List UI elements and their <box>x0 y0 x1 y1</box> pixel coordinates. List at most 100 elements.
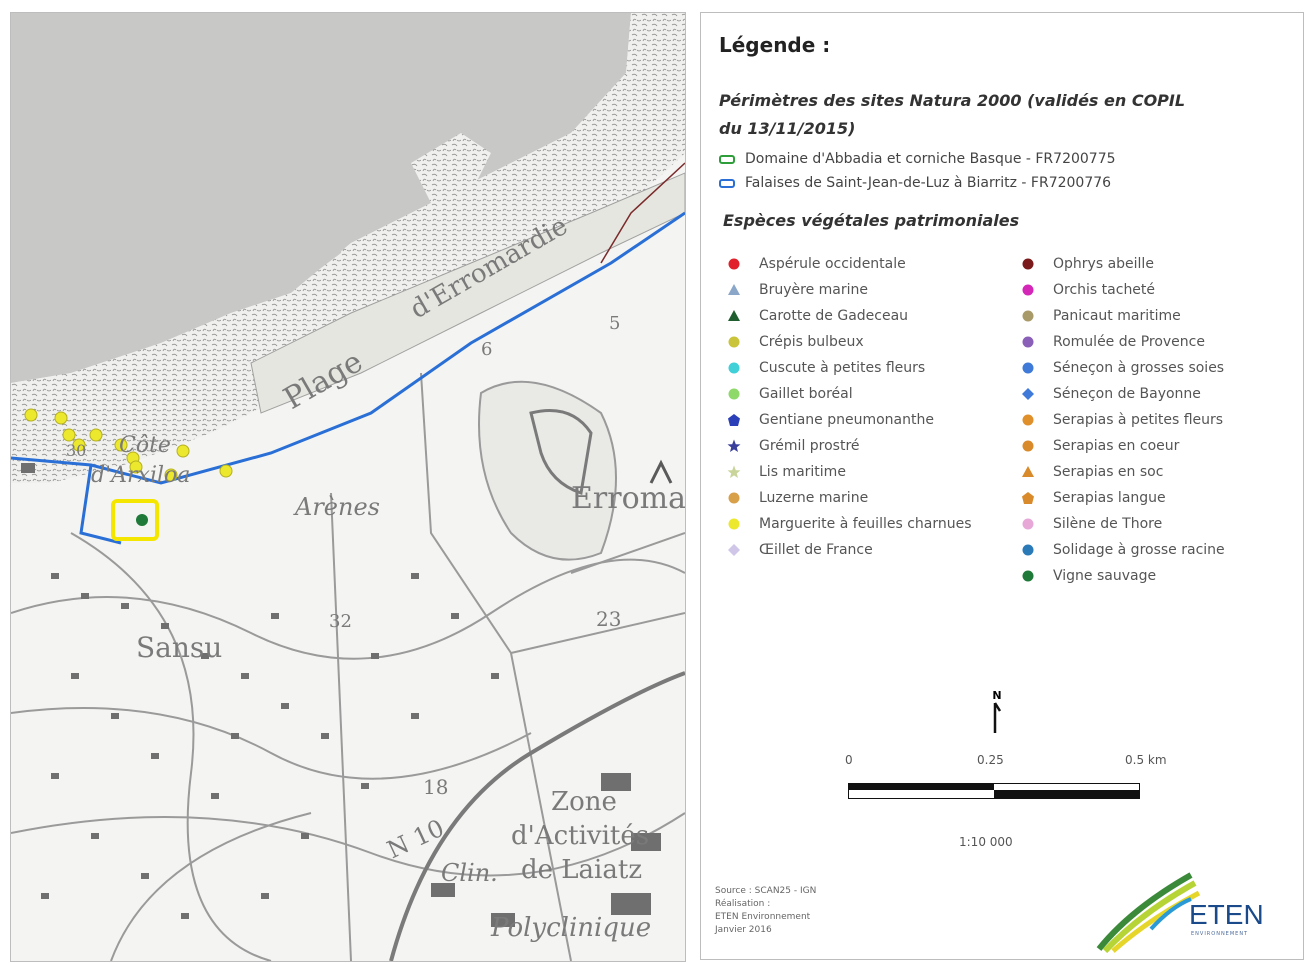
species-title: Espèces végétales patrimoniales <box>723 211 1020 230</box>
dark-green-circle-icon <box>1021 569 1035 583</box>
map-label-arenes: Arènes <box>295 493 380 521</box>
navy-star-icon <box>727 439 741 453</box>
logo-subtext: ENVIRONNEMENT <box>1191 931 1249 937</box>
map-label-clin: Clin. <box>441 859 498 887</box>
blue-triangle-icon <box>727 283 741 297</box>
natura-falaises-boundary <box>11 211 685 485</box>
orange-circle-icon <box>1021 413 1035 427</box>
pale-star-icon <box>727 465 741 479</box>
highlight-box <box>111 499 159 541</box>
species-legend-item: Aspérule occidentale <box>727 251 906 277</box>
map-label-activites: d'Activités <box>511 821 650 851</box>
species-label: Carotte de Gadeceau <box>759 308 909 324</box>
species-legend-item: Silène de Thore <box>1021 511 1162 537</box>
species-label: Luzerne marine <box>759 490 869 506</box>
species-legend-item: Orchis tacheté <box>1021 277 1155 303</box>
perimeters-title-line1: Périmètres des sites Natura 2000 (validé… <box>719 91 1186 110</box>
bay-area <box>231 163 351 283</box>
rocky-coast <box>11 13 685 483</box>
purple-circle-icon <box>1021 335 1035 349</box>
blue-outline-icon <box>719 178 735 188</box>
species-label: Serapias langue <box>1053 490 1166 506</box>
road-network <box>11 372 685 961</box>
species-legend-item: Crépis bulbeux <box>727 329 864 355</box>
source-line: Source : SCAN25 - IGN <box>715 886 817 896</box>
map-panel[interactable]: Plage d'Erromardie Arènes Erroma Sansu C… <box>10 12 686 962</box>
site-abbadia-label: Domaine d'Abbadia et corniche Basque - F… <box>745 151 1116 167</box>
species-label: Grémil prostré <box>759 438 860 454</box>
pink-circle-icon <box>1021 517 1035 531</box>
north-label: N <box>992 689 1001 702</box>
source-line: Réalisation : <box>715 899 771 909</box>
map-label-cote: Côte <box>119 433 171 458</box>
olive-circle-icon <box>727 335 741 349</box>
species-legend-item: Carotte de Gadeceau <box>727 303 908 329</box>
species-legend-item: Vigne sauvage <box>1021 563 1156 589</box>
map-label-erroma: Erroma <box>571 481 686 516</box>
legend-title: Légende : <box>719 33 831 57</box>
marguerite-points <box>24 408 233 482</box>
map-label-18: 18 <box>423 775 449 799</box>
species-label: Séneçon à grosses soies <box>1053 360 1225 376</box>
species-label: Serapias en coeur <box>1053 438 1180 454</box>
species-label: Ophrys abeille <box>1053 256 1154 272</box>
species-legend-item: Serapias langue <box>1021 485 1166 511</box>
dark-red-circle-icon <box>1021 257 1035 271</box>
species-legend-item: Grémil prostré <box>727 433 860 459</box>
species-legend-item: Œillet de France <box>727 537 873 563</box>
scale-zero: 0 <box>845 753 853 767</box>
species-label: Marguerite à feuilles charnues <box>759 516 972 532</box>
species-label: Crépis bulbeux <box>759 334 864 350</box>
eten-logo <box>1096 872 1201 953</box>
lavender-diamond-icon <box>727 543 741 557</box>
blue-pentagon-icon <box>727 413 741 427</box>
species-legend-item: Solidage à grosse racine <box>1021 537 1225 563</box>
source-line: ETEN Environnement <box>715 912 811 922</box>
species-legend-item: Luzerne marine <box>727 485 868 511</box>
species-legend-item: Séneçon de Bayonne <box>1021 381 1201 407</box>
cyan-circle-icon <box>727 361 741 375</box>
green-outline-icon <box>719 154 735 164</box>
species-label: Gentiane pneumonanthe <box>759 412 934 428</box>
perimeters-title-line2: du 13/11/2015) <box>719 119 856 138</box>
species-label: Serapias à petites fleurs <box>1053 412 1224 428</box>
species-label: Séneçon de Bayonne <box>1053 386 1201 402</box>
yellow-circle-icon <box>727 517 741 531</box>
map-label-arxiloa: d'Arxiloa <box>91 463 191 488</box>
map-label-zone: Zone <box>551 787 617 817</box>
source-note: Source : SCAN25 - IGN Réalisation : ETEN… <box>715 885 816 937</box>
site-falaises: Falaises de Saint-Jean-de-Luz à Biarritz… <box>719 175 1111 191</box>
magenta-circle-icon <box>1021 283 1035 297</box>
khaki-circle-icon <box>1021 309 1035 323</box>
species-legend-item: Serapias en coeur <box>1021 433 1179 459</box>
species-label: Aspérule occidentale <box>759 256 906 272</box>
species-label: Orchis tacheté <box>1053 282 1156 298</box>
species-legend-item: Marguerite à feuilles charnues <box>727 511 972 537</box>
species-legend-item: Ophrys abeille <box>1021 251 1154 277</box>
species-label: Solidage à grosse racine <box>1053 542 1225 558</box>
scale-mid: 0.25 <box>977 753 1004 767</box>
species-label: Vigne sauvage <box>1053 568 1157 584</box>
species-legend-item: Séneçon à grosses soies <box>1021 355 1224 381</box>
red-circle-icon <box>727 257 741 271</box>
species-label: Romulée de Provence <box>1053 334 1205 350</box>
species-label: Cuscute à petites fleurs <box>759 360 926 376</box>
map-label-polyclinique: Polyclinique <box>491 913 652 943</box>
site-abbadia: Domaine d'Abbadia et corniche Basque - F… <box>719 151 1116 167</box>
species-label: Lis maritime <box>759 464 846 480</box>
map-label-30: 30 <box>66 441 87 460</box>
scale-ratio: 1:10 000 <box>959 835 1013 849</box>
map-label-23: 23 <box>596 607 622 631</box>
map-label-laiatz: de Laiatz <box>521 855 643 885</box>
scale-end: 0.5 km <box>1125 753 1167 767</box>
map-canvas <box>11 13 685 961</box>
green-triangle-icon <box>727 309 741 323</box>
logo-text: ETEN <box>1189 899 1264 930</box>
species-legend-item: Bruyère marine <box>727 277 868 303</box>
species-label: Panicaut maritime <box>1053 308 1181 324</box>
species-label: Gaillet boréal <box>759 386 853 402</box>
map-label-sansu: Sansu <box>136 631 223 664</box>
scale-bar <box>848 783 1140 799</box>
orange-triangle-icon <box>1021 465 1035 479</box>
species-label: Bruyère marine <box>759 282 868 298</box>
